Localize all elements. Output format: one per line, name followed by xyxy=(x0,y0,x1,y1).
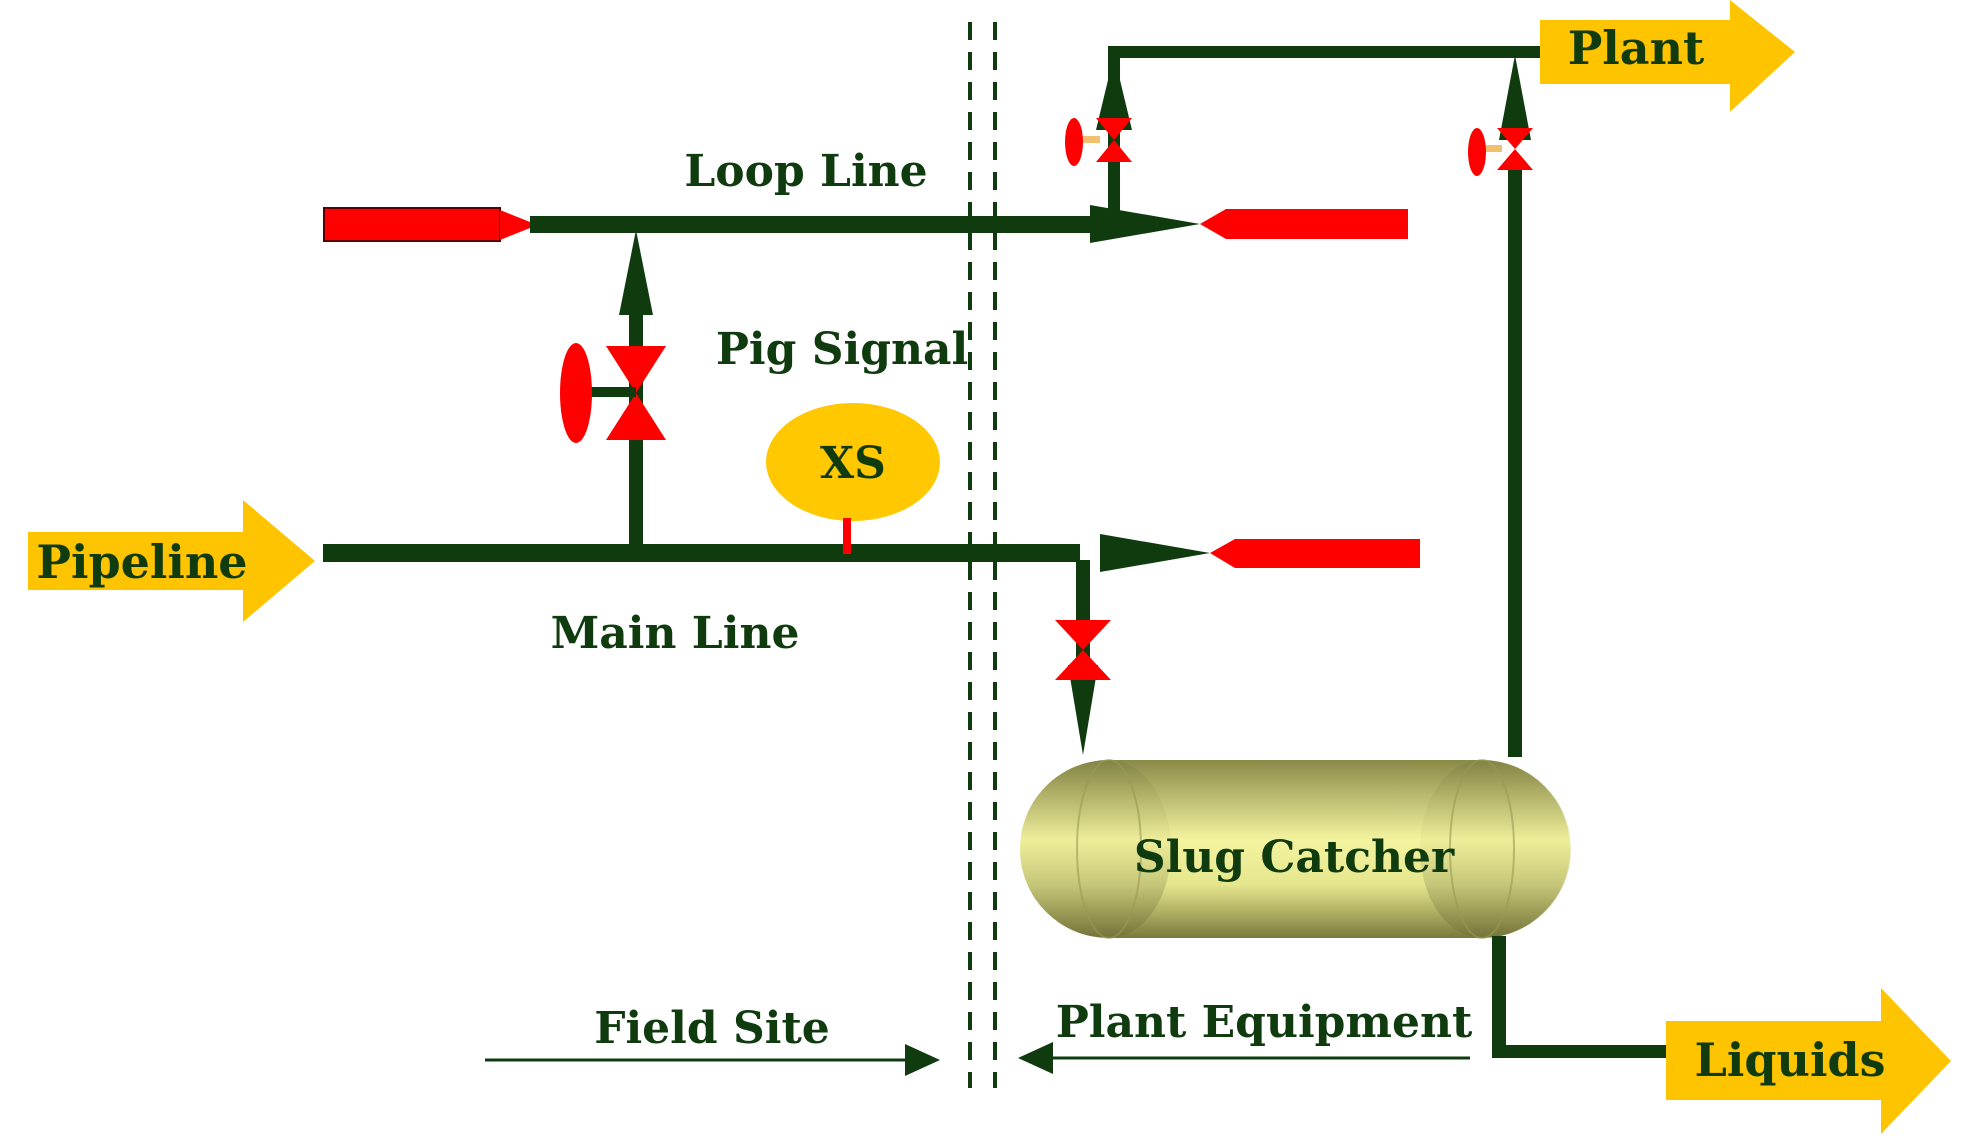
gate-valve-inlet-icon xyxy=(1055,620,1111,680)
xs-signal-icon: XS xyxy=(766,403,940,554)
liquids-outlet-arrow: Liquids xyxy=(1666,988,1951,1134)
plant-label: Plant xyxy=(1568,21,1705,75)
slug-catcher-label: Slug Catcher xyxy=(1134,832,1455,883)
loop-line xyxy=(323,205,1408,243)
liquids-label: Liquids xyxy=(1695,1033,1886,1087)
pipeline-inlet-arrow: Pipeline xyxy=(28,500,315,622)
gate-valve-loop-outlet-icon xyxy=(1065,118,1132,166)
xs-label: XS xyxy=(820,438,886,489)
gas-outlet-riser xyxy=(1096,46,1548,757)
pig-launcher-loop xyxy=(323,207,501,242)
pig-receiver-loop xyxy=(1200,209,1408,239)
main-line xyxy=(323,534,1420,572)
main-line-label: Main Line xyxy=(551,608,800,659)
plant-equipment-indicator: Plant Equipment xyxy=(1018,997,1473,1074)
liquids-outlet-pipe xyxy=(1492,936,1682,1058)
pipeline-label: Pipeline xyxy=(36,535,247,589)
pig-receiver-main xyxy=(1210,539,1420,568)
slug-catcher-vessel: Slug Catcher xyxy=(1020,759,1571,939)
field-site-indicator: Field Site xyxy=(485,1003,940,1076)
pig-signal-label: Pig Signal xyxy=(716,324,968,375)
loop-line-label: Loop Line xyxy=(684,146,927,197)
plant-outlet-arrow: Plant xyxy=(1540,0,1795,112)
gate-valve-bypass-icon xyxy=(560,343,666,443)
plant-equipment-label: Plant Equipment xyxy=(1056,997,1473,1048)
field-site-label: Field Site xyxy=(594,1003,830,1054)
gate-valve-gas-icon xyxy=(1468,128,1533,176)
